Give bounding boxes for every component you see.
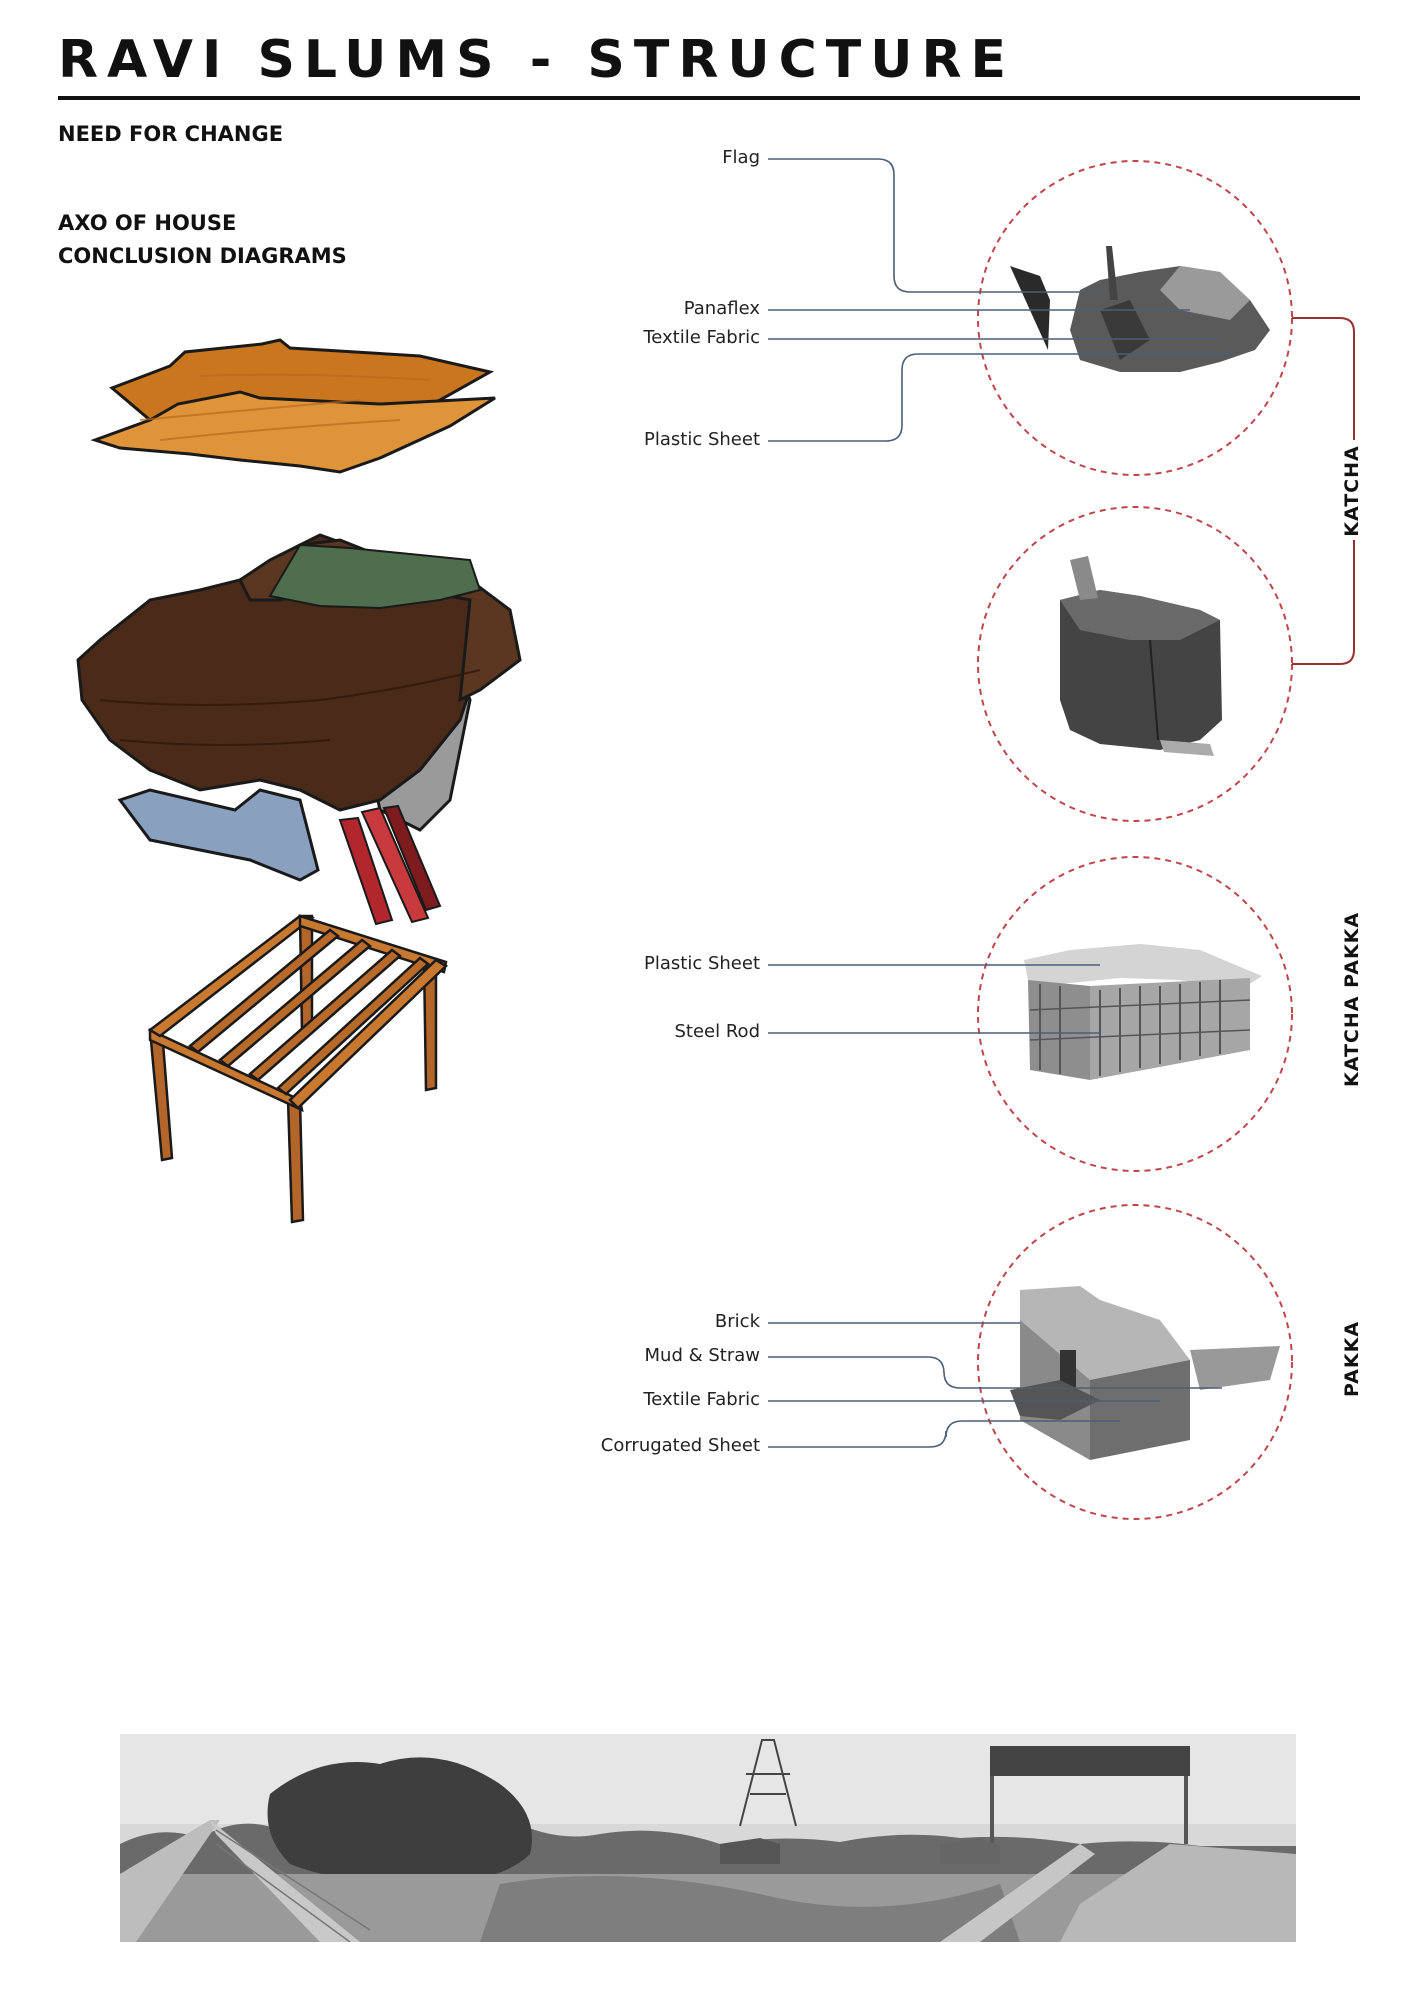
section-heading-line-2: CONCLUSION DIAGRAMS	[58, 244, 347, 268]
katcha-house-1-photo	[977, 160, 1293, 476]
leader-lines	[768, 158, 1236, 1448]
pakka-house-photo	[977, 1204, 1293, 1520]
callout-panaflex: Panaflex	[683, 298, 760, 319]
callout-steel-rod: Steel Rod	[674, 1021, 761, 1042]
callout-brick: Brick	[714, 1311, 760, 1332]
group-label-katcha: KATCHA	[1341, 445, 1363, 537]
callout-textile-fabric: Textile Fabric	[643, 327, 760, 348]
axo-timber-frame	[147, 914, 449, 1224]
callout-corrugated-sheet: Corrugated Sheet	[600, 1435, 760, 1456]
callout-textile-fabric-pakka: Textile Fabric	[643, 1389, 760, 1410]
axo-fabric-strips	[338, 804, 442, 926]
katcha-group-bracket	[1292, 317, 1355, 665]
callout-mud-straw: Mud & Straw	[644, 1345, 760, 1366]
callout-plastic-sheet-kp: Plastic Sheet	[644, 953, 760, 974]
katcha-pakka-house-photo	[977, 856, 1293, 1172]
group-label-pakka: PAKKA	[1341, 1320, 1363, 1397]
axo-roof-sheets	[90, 338, 496, 474]
katcha-house-2-photo	[977, 506, 1293, 822]
subtitle: NEED FOR CHANGE	[58, 122, 284, 146]
axo-tarp-layer	[76, 533, 522, 882]
page-title: RAVI SLUMS - STRUCTURE	[58, 30, 1016, 90]
ravi-panorama-photo	[120, 1734, 1296, 1942]
title-divider	[58, 96, 1360, 100]
section-heading-line-1: AXO OF HOUSE	[58, 211, 237, 235]
group-label-katcha-pakka: KATCHA PAKKA	[1341, 911, 1363, 1087]
callout-flag: Flag	[722, 147, 760, 168]
callout-plastic-sheet: Plastic Sheet	[644, 429, 760, 450]
section-heading: AXO OF HOUSE CONCLUSION DIAGRAMS	[58, 207, 347, 273]
